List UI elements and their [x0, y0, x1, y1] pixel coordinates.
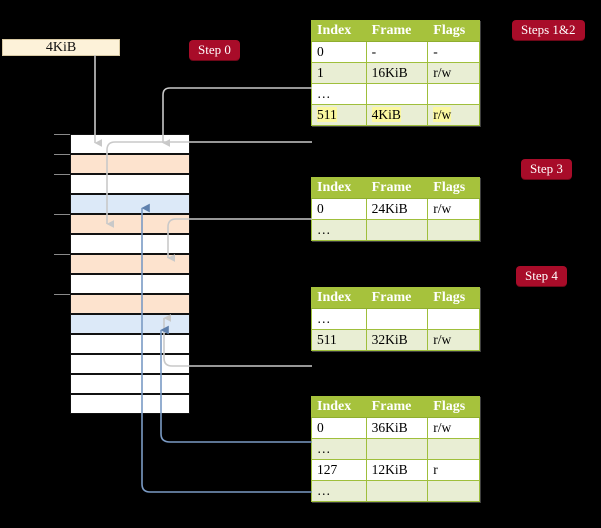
highlighted-value: 4KiB [371, 107, 401, 122]
cell-frame: - [365, 41, 429, 63]
memory-row [70, 334, 190, 354]
memory-row-tick [54, 254, 70, 255]
memory-row [70, 234, 190, 254]
cell-frame: 32KiB [365, 329, 429, 351]
cell-index: 511 [311, 104, 367, 126]
cell-frame: 12KiB [365, 459, 429, 481]
memory-row-tick [54, 134, 70, 135]
column-header-flags: Flags [427, 20, 480, 42]
badge-step-4: Step 4 [516, 266, 567, 286]
cell-flags [427, 480, 480, 502]
cell-flags [427, 438, 480, 460]
column-header-flags: Flags [427, 177, 480, 199]
cell-frame [365, 308, 429, 330]
cell-index: … [311, 438, 367, 460]
highlighted-value: r/w [433, 107, 452, 122]
memory-row [70, 154, 190, 174]
cell-frame: 36KiB [365, 417, 429, 439]
table-row: … [311, 308, 480, 330]
cell-frame [365, 480, 429, 502]
memory-row [70, 374, 190, 394]
memory-row [70, 254, 190, 274]
table-row: … [311, 219, 480, 241]
cell-flags [427, 219, 480, 241]
memory-row [70, 214, 190, 234]
table-row: … [311, 438, 480, 460]
badge-step-3: Step 3 [521, 159, 572, 179]
memory-row [70, 394, 190, 414]
column-header-frame: Frame [365, 396, 429, 418]
column-header-frame: Frame [365, 287, 429, 309]
cell-frame: 16KiB [365, 62, 429, 84]
cell-flags: r/w [427, 104, 480, 126]
cell-index: … [311, 83, 367, 105]
memory-row-tick [54, 214, 70, 215]
badge-step-0: Step 0 [189, 40, 240, 60]
highlighted-value: 511 [317, 107, 337, 122]
cell-index: 0 [311, 198, 367, 220]
cell-index: … [311, 219, 367, 241]
source-frame-box: 4KiB [2, 39, 120, 56]
memory-row [70, 134, 190, 154]
cell-frame [365, 219, 429, 241]
memory-row [70, 294, 190, 314]
cell-frame [365, 438, 429, 460]
column-header-index: Index [311, 177, 367, 199]
cell-index: 127 [311, 459, 367, 481]
table-row: 511 4KiB r/w [311, 104, 480, 126]
cell-index: 0 [311, 41, 367, 63]
source-frame-label: 4KiB [45, 39, 77, 55]
cell-frame: 4KiB [365, 104, 429, 126]
memory-row [70, 314, 190, 334]
table-row: … [311, 83, 480, 105]
column-header-index: Index [311, 20, 367, 42]
cell-frame [365, 83, 429, 105]
memory-row [70, 194, 190, 214]
cell-flags: r/w [427, 198, 480, 220]
cell-flags [427, 308, 480, 330]
cell-index: 1 [311, 62, 367, 84]
cell-flags: - [427, 41, 480, 63]
memory-row [70, 274, 190, 294]
cell-flags: r [427, 459, 480, 481]
memory-row [70, 174, 190, 194]
column-header-flags: Flags [427, 287, 480, 309]
cell-flags: r/w [427, 62, 480, 84]
table-row: … [311, 480, 480, 502]
column-header-index: Index [311, 396, 367, 418]
memory-row [70, 354, 190, 374]
cell-frame: 24KiB [365, 198, 429, 220]
cell-flags: r/w [427, 329, 480, 351]
column-header-frame: Frame [365, 20, 429, 42]
badge-steps-1-2: Steps 1&2 [512, 20, 585, 40]
cell-index: 511 [311, 329, 367, 351]
physical-memory-column [54, 134, 190, 414]
table-row: 0-- [311, 41, 480, 63]
column-header-index: Index [311, 287, 367, 309]
memory-row-tick [54, 174, 70, 175]
memory-row-tick [54, 154, 70, 155]
cell-index: … [311, 308, 367, 330]
cell-flags: r/w [427, 417, 480, 439]
column-header-frame: Frame [365, 177, 429, 199]
memory-row-tick [54, 294, 70, 295]
cell-index: … [311, 480, 367, 502]
cell-flags [427, 83, 480, 105]
column-header-flags: Flags [427, 396, 480, 418]
cell-index: 0 [311, 417, 367, 439]
